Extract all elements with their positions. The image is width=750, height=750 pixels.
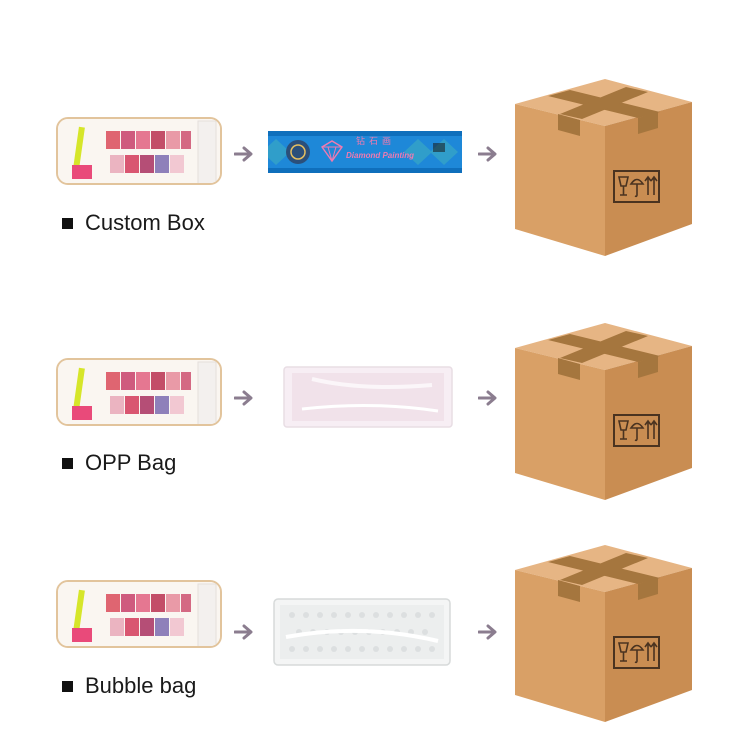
shipping-carton-image [510,540,695,725]
opp-bag-image [282,365,454,429]
packaging-label: Bubble bag [62,673,196,699]
packaging-row-bubble-bag: Bubble bag [0,0,750,220]
packaging-label-text: OPP Bag [85,450,176,476]
bubble-bag-image [272,597,452,667]
arrow-right-icon [478,389,500,407]
packaging-label: OPP Bag [62,450,176,476]
packaging-label-text: Bubble bag [85,673,196,699]
shipping-carton-image [510,318,695,503]
kit-contents-image [56,358,222,426]
bullet-square-icon [62,458,73,469]
arrow-right-icon [234,623,256,641]
bullet-square-icon [62,681,73,692]
arrow-right-icon [478,623,500,641]
kit-contents-image [56,580,222,648]
arrow-right-icon [234,389,256,407]
